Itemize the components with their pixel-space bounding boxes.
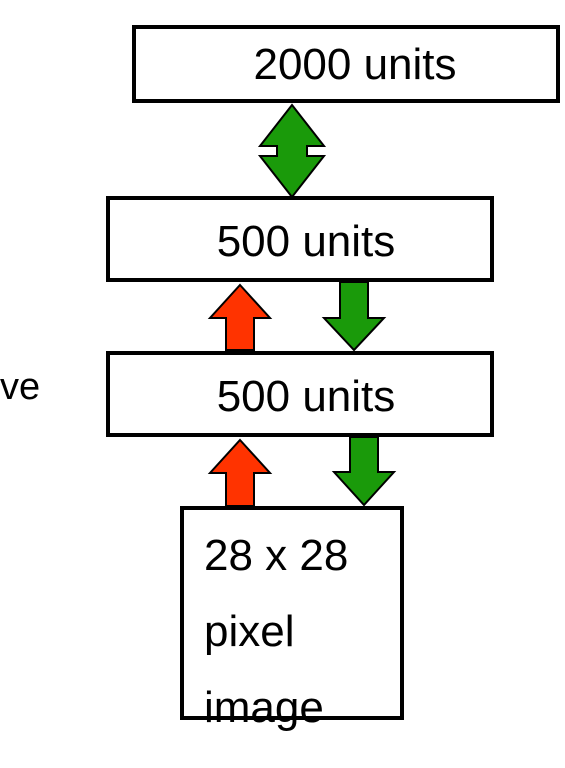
layer-label: 2000 units: [253, 40, 457, 89]
up-arrow-icon: [207, 438, 273, 507]
layer-box-500-units-upper: 500 units: [106, 196, 494, 282]
input-image-box: 28 x 28 pixel image: [180, 506, 404, 732]
down-arrow-icon: [331, 436, 397, 507]
down-arrow-icon: [321, 281, 387, 352]
layer-box-500-units-lower: 500 units: [106, 351, 494, 437]
layer-label: 500 units: [216, 372, 396, 421]
cut-off-side-text: ve: [0, 366, 41, 408]
double-arrow-icon: [257, 103, 327, 199]
input-label-line: pixel: [204, 607, 295, 656]
up-arrow-icon: [207, 283, 273, 351]
input-label-line: 28 x 28: [204, 531, 349, 580]
layer-box-2000-units: 2000 units: [132, 25, 560, 103]
layer-label: 500 units: [216, 217, 396, 266]
input-label-line: image: [204, 683, 324, 732]
